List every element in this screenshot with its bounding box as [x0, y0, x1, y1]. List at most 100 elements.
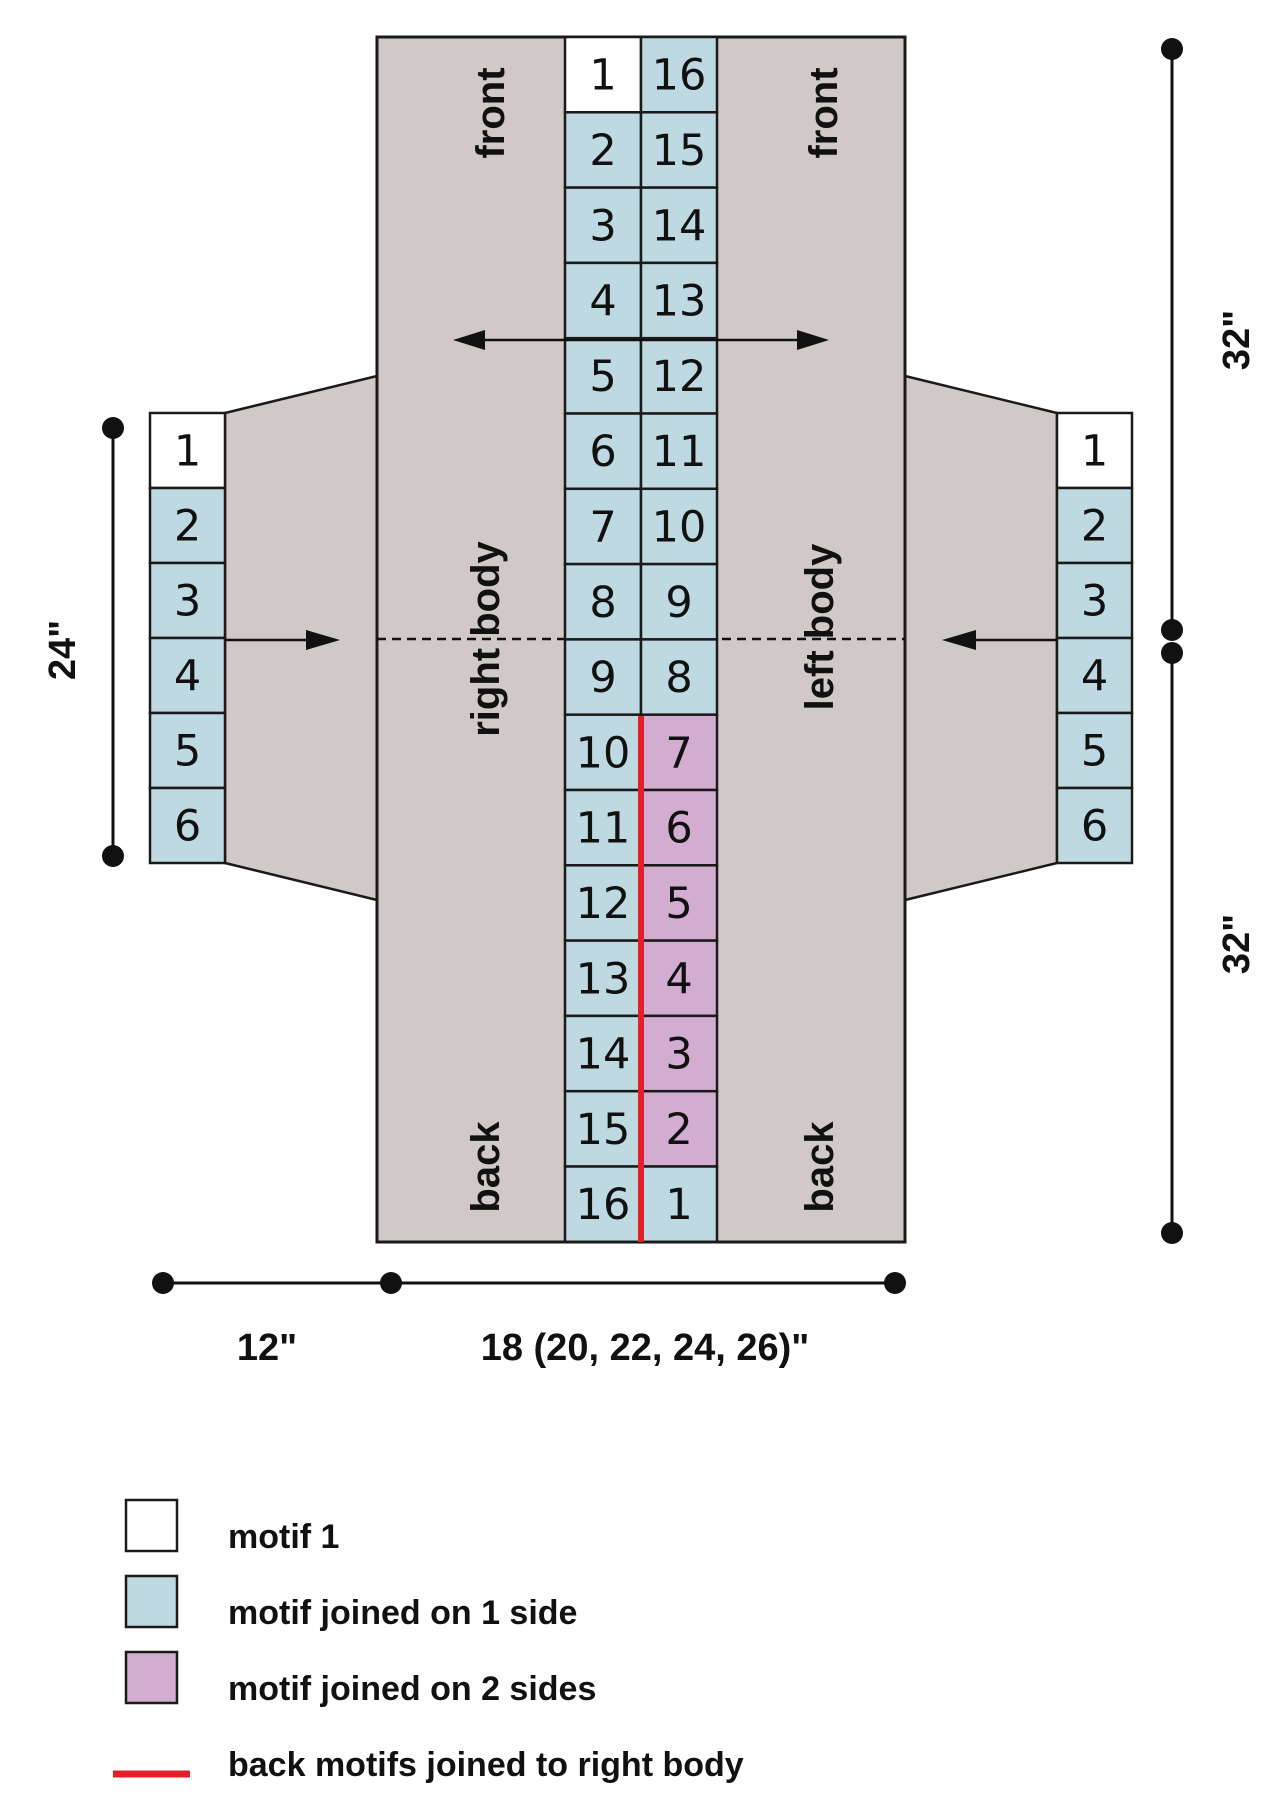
motif-number: 6 — [665, 804, 692, 854]
dim-sleeve-length: 24" — [42, 620, 84, 680]
motif-number: 6 — [174, 802, 201, 852]
motif-cell — [639, 864, 719, 942]
motif-cell — [639, 186, 719, 265]
motif-cell — [1055, 711, 1134, 790]
motif-number: 5 — [1081, 727, 1108, 777]
motif-number: 9 — [665, 578, 692, 628]
legend-label: motif 1 — [228, 1518, 339, 1556]
motif-number: 3 — [1081, 577, 1108, 627]
arrow-right-icon — [797, 330, 829, 350]
label-front-right: front — [802, 67, 846, 158]
label-right-body: right body — [464, 540, 508, 736]
motif-cell — [563, 336, 643, 415]
motif-number: 4 — [174, 652, 201, 702]
motif-cell — [639, 638, 719, 716]
right-sleeve-taper — [903, 374, 1059, 902]
legend-swatch-joined-two-sides — [124, 1650, 179, 1705]
dim-sleeve-width: 12" — [237, 1327, 297, 1369]
motif-number: 4 — [665, 954, 692, 1004]
arrows — [225, 330, 1057, 650]
motif-number: 13 — [652, 277, 707, 327]
dim-front-length: 32" — [1216, 310, 1258, 370]
motif-cell — [563, 1165, 643, 1244]
legend-label: back motifs joined to right body — [228, 1746, 744, 1784]
dim-body-width: 18 (20, 22, 24, 26)" — [481, 1327, 810, 1369]
label-back-left: back — [464, 1121, 508, 1213]
motif-cell — [1055, 486, 1134, 565]
motif-cell — [639, 412, 719, 491]
motif-cell — [563, 186, 643, 265]
motif-number: 1 — [174, 427, 201, 477]
left-sleeve-taper — [223, 374, 379, 902]
motif-number: 2 — [174, 502, 201, 552]
dim-back-length: 32" — [1216, 914, 1258, 974]
motif-number: 5 — [174, 727, 201, 777]
motif-number: 2 — [1081, 502, 1108, 552]
body-motif-column-right: 16 15 14 13 12 11 10 9 8 7 6 5 4 3 2 1 — [639, 35, 719, 1244]
motif-number: 4 — [589, 277, 616, 327]
legend-swatch-motif-1 — [124, 1498, 179, 1553]
motif-cell — [563, 788, 643, 867]
motif-number: 3 — [665, 1030, 692, 1080]
motif-number: 4 — [1081, 652, 1108, 702]
legend: motif 1 motif joined on 1 side motif joi… — [113, 1498, 744, 1784]
motif-number: 16 — [652, 51, 707, 101]
label-left-body: left body — [798, 543, 842, 710]
motif-number: 1 — [1081, 427, 1108, 477]
dimension-lines — [102, 38, 1183, 1294]
motif-number: 10 — [576, 728, 631, 778]
motif-cell — [148, 786, 227, 865]
motif-number: 16 — [576, 1180, 631, 1230]
motif-number: 3 — [589, 201, 616, 251]
arrow-left-icon — [942, 630, 976, 650]
left-sleeve-motifs: 1 2 3 4 5 6 — [148, 411, 227, 865]
motif-cell — [639, 261, 719, 340]
motif-cell — [639, 713, 719, 792]
motif-number: 6 — [1081, 802, 1108, 852]
motif-cell — [639, 788, 719, 867]
motif-number: 7 — [665, 728, 692, 778]
motif-cell — [563, 1089, 643, 1168]
motif-cell — [1055, 561, 1134, 640]
motif-number: 3 — [174, 577, 201, 627]
motif-number: 1 — [589, 51, 616, 101]
motif-number: 2 — [665, 1105, 692, 1155]
arrow-left-icon — [453, 330, 485, 350]
motif-cell — [639, 111, 719, 189]
motif-number: 15 — [576, 1105, 631, 1155]
motif-number: 12 — [576, 879, 631, 929]
motif-number: 7 — [589, 502, 616, 552]
motif-number: 5 — [665, 879, 692, 929]
motif-cell — [639, 35, 719, 114]
motif-cell — [148, 486, 227, 565]
motif-number: 8 — [589, 578, 616, 628]
motif-number: 9 — [589, 653, 616, 703]
motif-number: 5 — [589, 352, 616, 402]
motif-number: 8 — [665, 653, 692, 703]
right-sleeve-motifs: 1 2 3 4 5 6 — [1055, 411, 1134, 865]
motif-number: 6 — [589, 427, 616, 477]
legend-swatch-joined-one-side — [124, 1574, 179, 1629]
label-front-left: front — [469, 67, 513, 158]
motif-number: 14 — [576, 1030, 631, 1080]
motif-number: 11 — [652, 427, 707, 477]
motif-number: 14 — [652, 201, 707, 251]
motif-number: 11 — [576, 804, 631, 854]
motif-number: 12 — [652, 352, 707, 402]
motif-cell — [1055, 411, 1134, 490]
motif-cell — [639, 336, 719, 415]
motif-cell — [1055, 786, 1134, 865]
motif-number: 1 — [665, 1180, 692, 1230]
motif-number: 15 — [652, 126, 707, 176]
motif-cell — [563, 487, 643, 566]
legend-label: motif joined on 2 sides — [228, 1670, 596, 1708]
arrow-right-icon — [306, 630, 340, 650]
legend-label: motif joined on 1 side — [228, 1594, 577, 1632]
motif-cell — [563, 939, 643, 1018]
label-back-right: back — [798, 1121, 842, 1213]
motif-number: 2 — [589, 126, 616, 176]
motif-number: 13 — [576, 954, 631, 1004]
motif-number: 10 — [652, 502, 707, 552]
